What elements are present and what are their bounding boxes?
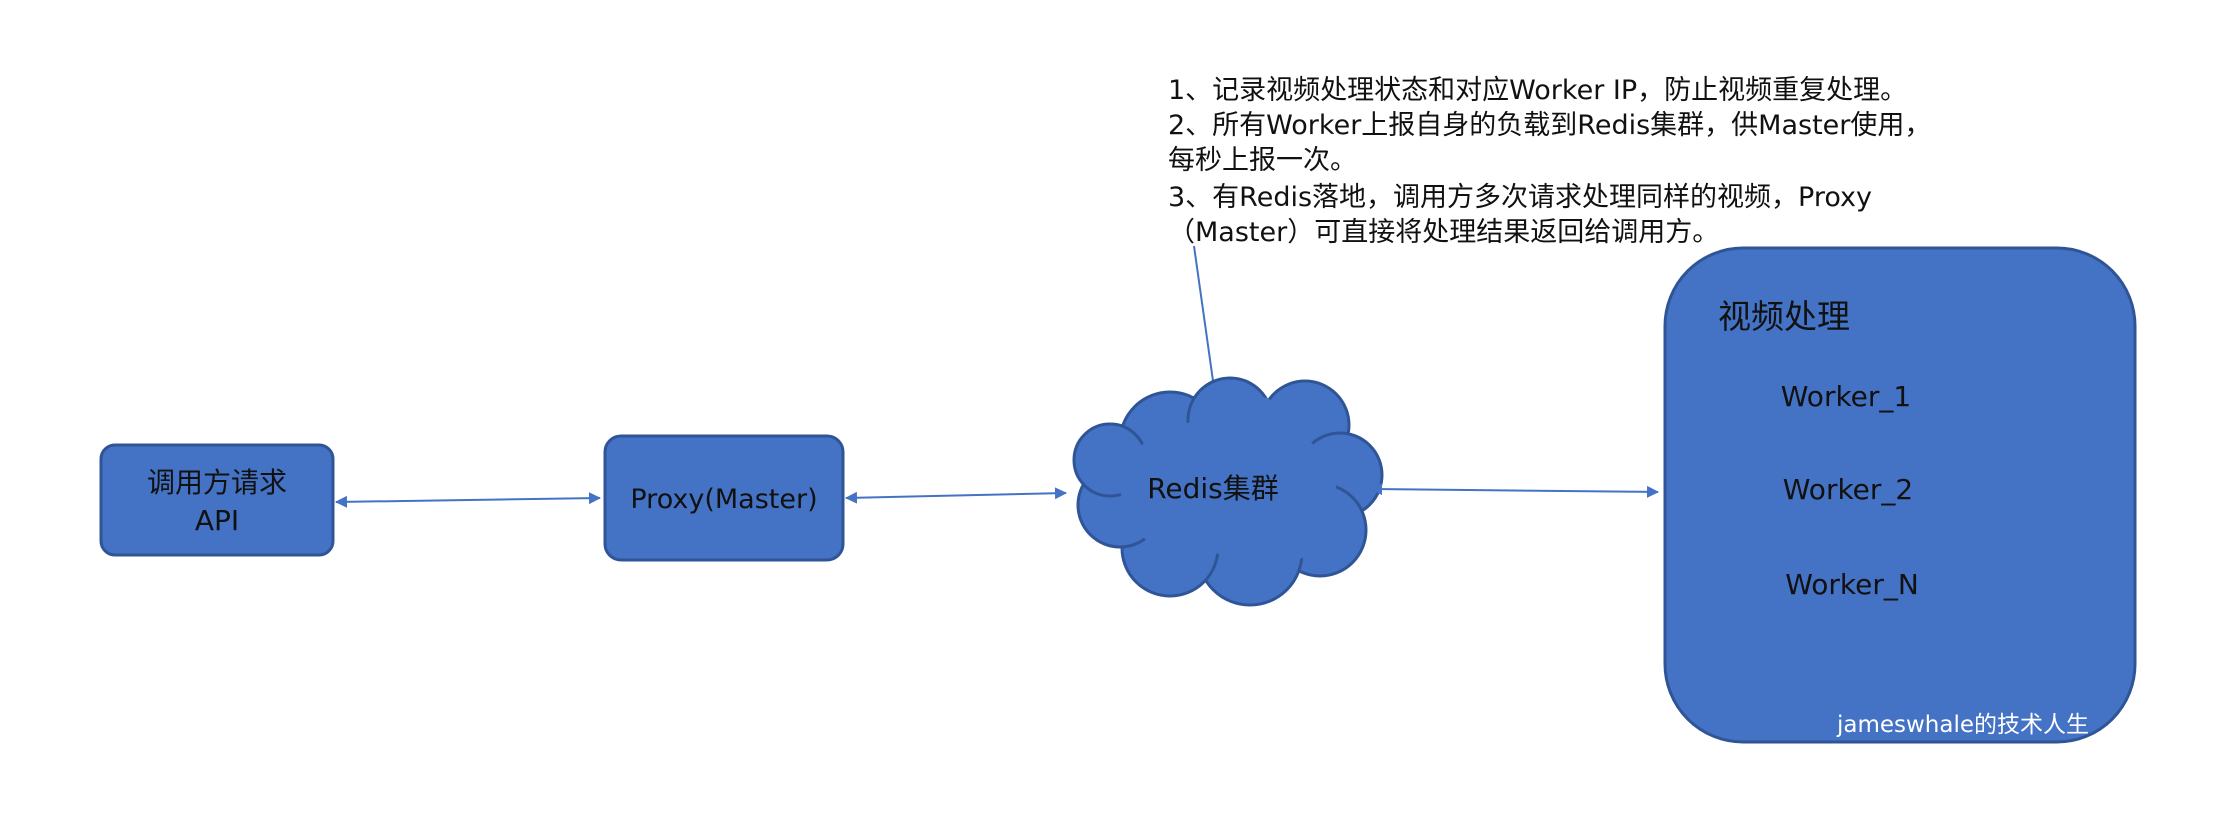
- worker-item-2: Worker_2: [1783, 473, 1913, 506]
- note-line-1: 1、记录视频处理状态和对应Worker IP，防止视频重复处理。: [1168, 75, 1907, 106]
- proxy-redis-connector: [845, 487, 1067, 504]
- redis-cloud-label: Redis集群: [1147, 472, 1279, 505]
- note-line-3: 每秒上报一次。: [1168, 145, 1357, 176]
- video-processing-panel[interactable]: 视频处理 Worker_1 Worker_2 Worker_N jameswha…: [1663, 246, 2137, 744]
- notes-text-block: 1、记录视频处理状态和对应Worker IP，防止视频重复处理。 2、所有Wor…: [1168, 75, 1931, 248]
- redis-cluster-cloud[interactable]: Redis集群: [1072, 376, 1384, 607]
- note-line-4: 3、有Redis落地，调用方多次请求处理同样的视频，Proxy: [1168, 182, 1872, 213]
- proxy-box-label: Proxy(Master): [630, 484, 817, 515]
- watermark-text: jameswhale的技术人生: [1836, 712, 2089, 738]
- note-line-5: （Master）可直接将处理结果返回给调用方。: [1168, 217, 1719, 248]
- proxy-master-box[interactable]: Proxy(Master): [603, 434, 845, 562]
- caller-box-label-line1: 调用方请求: [147, 466, 287, 499]
- caller-proxy-connector: [335, 492, 601, 508]
- notes-callout-arrow: [1193, 245, 1220, 396]
- video-panel-title: 视频处理: [1718, 297, 1850, 336]
- caller-api-box[interactable]: 调用方请求 API: [99, 443, 335, 557]
- note-line-2: 2、所有Worker上报自身的负载到Redis集群，供Master使用，: [1168, 110, 1931, 141]
- caller-box-label-line2: API: [195, 504, 239, 537]
- worker-item-1: Worker_1: [1781, 380, 1911, 413]
- redis-workers-connector: [1370, 483, 1659, 498]
- worker-item-n: Worker_N: [1785, 568, 1919, 601]
